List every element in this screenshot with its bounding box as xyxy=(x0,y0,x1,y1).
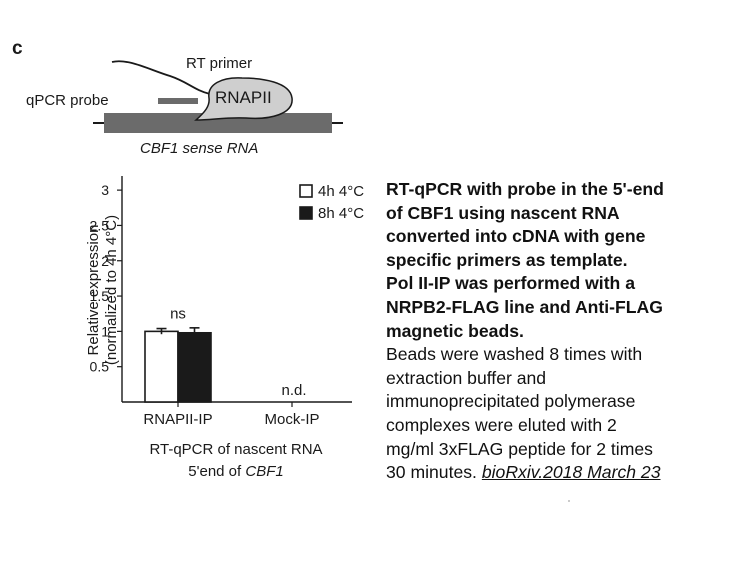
x-tick-label: RNAPII-IP xyxy=(143,411,212,428)
description-bold-line: Pol II-IP was performed with a xyxy=(386,273,635,294)
gene-schematic: RT primer qPCR probe RNAPII CBF1 sense R… xyxy=(26,55,343,157)
citation-link[interactable]: bioRxiv.2018 March 23 xyxy=(481,462,661,483)
x-axis-label-line2: 5'end of CBF1 xyxy=(188,463,283,480)
y-axis-label-line1: Relative expression xyxy=(85,225,102,356)
description-bold-line: magnetic beads. xyxy=(386,320,524,341)
x-axis-label-prefix: 5'end of xyxy=(188,463,245,480)
y-tick-label: 2 xyxy=(101,253,109,269)
rnapii-label: RNAPII xyxy=(215,88,272,107)
gene-body xyxy=(104,113,332,133)
description-bold-line: of CBF1 using nascent RNA xyxy=(386,202,620,223)
legend-label: 8h 4°C xyxy=(318,205,364,222)
description-plain-line: extraction buffer and xyxy=(386,367,547,388)
y-tick-label: 2.5 xyxy=(90,217,110,233)
description-bold-line: specific primers as template. xyxy=(386,249,628,270)
legend-swatch xyxy=(299,184,313,198)
y-tick-label: 3 xyxy=(101,182,109,198)
bar xyxy=(144,330,179,403)
description-bold-line: NRPB2-FLAG line and Anti-FLAG xyxy=(386,296,663,317)
legend-swatch xyxy=(299,206,313,220)
panel-label: c xyxy=(12,38,23,59)
annotation-nd: n.d. xyxy=(281,382,306,399)
y-tick-label: 1.5 xyxy=(90,288,110,304)
qpcr-probe-label: qPCR probe xyxy=(26,92,109,109)
x-axis-label-gene: CBF1 xyxy=(245,463,283,480)
bar xyxy=(177,331,212,403)
description-last-line: 30 minutes. bioRxiv.2018 March 23 xyxy=(386,461,748,485)
description-last-prefix: 30 minutes. xyxy=(386,462,482,483)
legend: 4h 4°C 8h 4°C xyxy=(299,183,364,222)
rt-primer-label: RT primer xyxy=(186,55,252,72)
figure-description: RT-qPCR with probe in the 5'-end of CBF1 … xyxy=(386,178,748,485)
description-plain-line: immunoprecipitated polymerase xyxy=(386,391,636,412)
description-bold-line: RT-qPCR with probe in the 5'-end xyxy=(386,179,664,199)
nascent-rna-strand xyxy=(111,60,211,95)
description-bold-line: converted into cDNA with gene xyxy=(386,226,646,247)
y-tick-label: 1 xyxy=(101,323,109,339)
gene-label: CBF1 sense RNA xyxy=(140,140,258,157)
y-axis-label-line2: (normalized to 4h 4°C) xyxy=(103,215,120,365)
annotation-ns: ns xyxy=(170,305,186,322)
y-tick-label: 0.5 xyxy=(90,359,110,375)
qpcr-probe-bar xyxy=(158,98,198,104)
x-axis-label-line1: RT-qPCR of nascent RNA xyxy=(149,441,322,458)
description-bold-block: RT-qPCR with probe in the 5'-end of CBF1 … xyxy=(386,178,748,343)
description-plain-line: mg/ml 3xFLAG peptide for 2 times xyxy=(386,438,653,459)
stray-dot xyxy=(568,500,570,502)
x-tick-label: Mock-IP xyxy=(264,411,319,428)
description-plain-line: Beads were washed 8 times with xyxy=(386,344,643,365)
rnapii-shape xyxy=(194,77,293,121)
legend-label: 4h 4°C xyxy=(318,183,364,200)
description-plain-line: complexes were eluted with 2 xyxy=(386,414,617,435)
bar-chart: 0.5 1 1.5 2 2.5 3 RNAPII-IP Mock-IP ns n.d. 4h 4… xyxy=(85,176,364,480)
